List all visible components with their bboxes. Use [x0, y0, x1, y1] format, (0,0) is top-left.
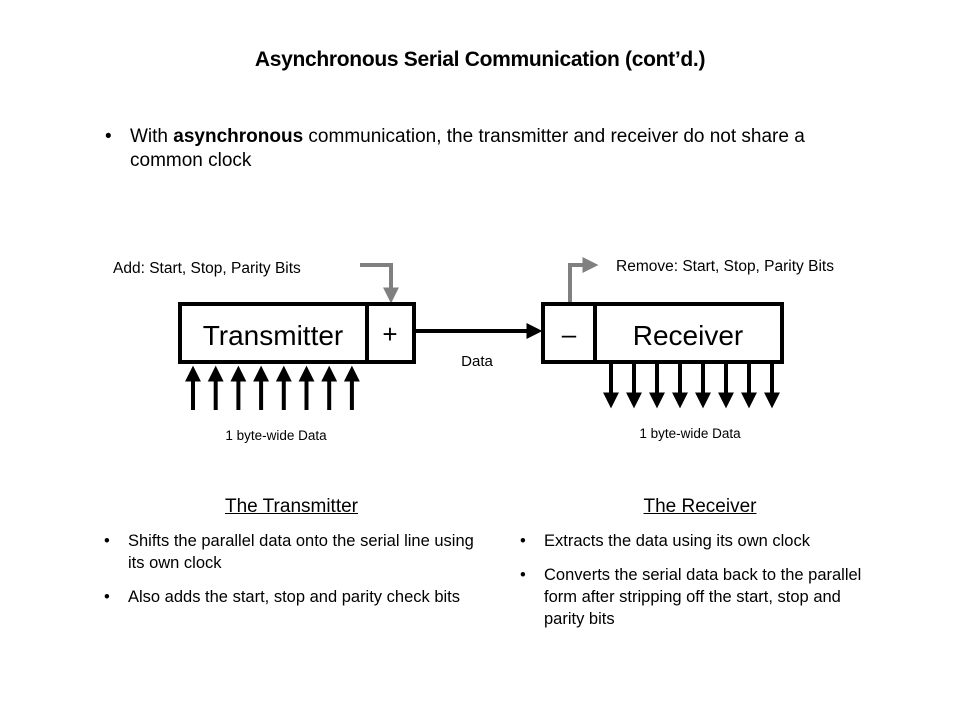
intro-bullet: • With asynchronous communication, the t…	[105, 125, 875, 173]
intro-bullet-text: With asynchronous communication, the tra…	[130, 125, 875, 173]
bullet-marker: •	[520, 566, 526, 584]
receiver-output-arrows	[603, 364, 780, 409]
add-symbol: +	[382, 319, 397, 349]
intro-text-prefix: With	[130, 126, 174, 147]
list-item: • Converts the serial data back to the p…	[520, 564, 880, 630]
add-bits-arrow	[360, 263, 399, 304]
remove-cell	[541, 302, 597, 364]
remove-bits-arrow	[568, 257, 599, 302]
receiver-label: Receiver	[633, 320, 743, 351]
bullet-marker: •	[105, 126, 112, 147]
transmitter-heading: The Transmitter	[224, 496, 359, 517]
bullet-text: Shifts the parallel data onto the serial…	[128, 532, 474, 572]
transmitter-label: Transmitter	[203, 320, 344, 351]
intro-text-bold: asynchronous	[173, 126, 304, 147]
bullet-marker: •	[520, 532, 526, 550]
intro-text-suffix: communication, the transmitter and recei…	[130, 126, 805, 171]
transmitter-bullets: • Shifts the parallel data onto the seri…	[104, 530, 479, 608]
bullet-text: Converts the serial data back to the par…	[544, 566, 862, 628]
add-bits-label: Add: Start, Stop, Parity Bits	[113, 260, 301, 277]
receiver-bullets: • Extracts the data using its own clock …	[520, 530, 880, 630]
transmitter-section: The Transmitter • Shifts the parallel da…	[104, 496, 479, 620]
slide-title: Asynchronous Serial Communication (cont’…	[254, 48, 706, 71]
rx-data-width-label: 1 byte-wide Data	[639, 426, 741, 441]
bullet-marker: •	[104, 588, 110, 606]
list-item: • Also adds the start, stop and parity c…	[104, 586, 479, 608]
transmitter-input-arrows	[185, 365, 360, 410]
tx-data-width-label: 1 byte-wide Data	[225, 428, 327, 443]
receiver-box	[593, 302, 784, 364]
remove-bits-label: Remove: Start, Stop, Parity Bits	[616, 258, 834, 275]
list-item: • Shifts the parallel data onto the seri…	[104, 530, 479, 574]
add-cell	[365, 302, 416, 364]
remove-symbol: –	[562, 319, 577, 349]
receiver-heading: The Receiver	[643, 496, 757, 517]
list-item: • Extracts the data using its own clock	[520, 530, 880, 552]
data-label: Data	[461, 353, 493, 370]
receiver-section: The Receiver • Extracts the data using i…	[520, 496, 880, 642]
bullet-marker: •	[104, 532, 110, 550]
bullet-text: Extracts the data using its own clock	[544, 532, 810, 550]
bullet-text: Also adds the start, stop and parity che…	[128, 588, 461, 606]
